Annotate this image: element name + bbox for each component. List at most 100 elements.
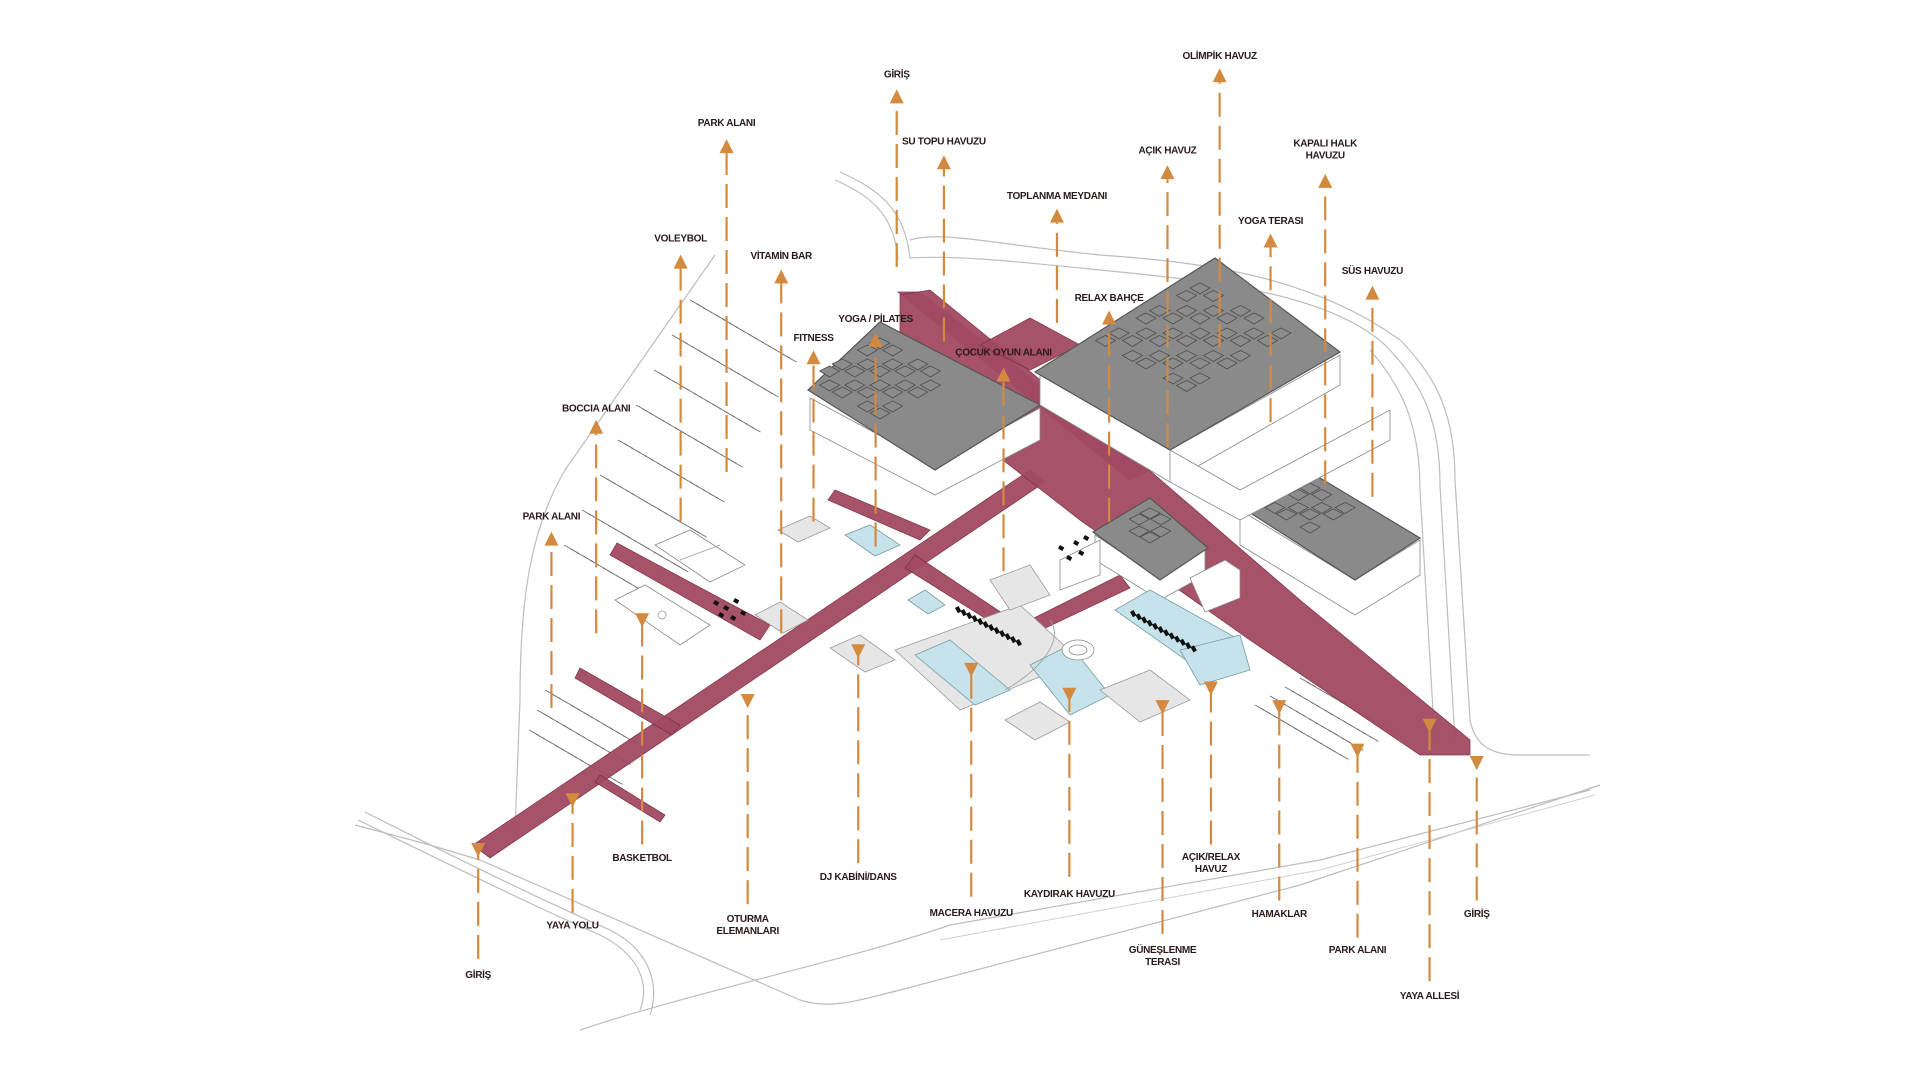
pools	[754, 515, 1251, 741]
road-north	[909, 236, 1401, 341]
skylight	[1128, 525, 1151, 538]
roof-skylights-olympic	[1094, 282, 1292, 392]
skylight	[1108, 327, 1130, 340]
label-sus-havuzu: SÜS HAVUZU	[1342, 264, 1403, 277]
arrow-vitamin-bar: VİTAMİN BAR	[750, 249, 813, 634]
skylight	[1216, 357, 1238, 370]
label-oturma-elemanlari: OTURMA	[727, 914, 769, 925]
arrow-up-icon	[544, 531, 559, 546]
skylight	[881, 358, 904, 371]
arrow-down-icon	[471, 842, 486, 857]
skylight	[856, 358, 879, 371]
arrow-macera-havuzu: MACERA HAVUZU	[930, 662, 1013, 919]
skylight	[1148, 305, 1171, 317]
arrow-up-icon	[868, 332, 883, 347]
skylight	[1148, 335, 1171, 347]
seat	[1066, 555, 1073, 561]
arrow-sus-havuzu: SÜS HAVUZU	[1342, 264, 1403, 497]
skylight	[831, 358, 854, 371]
seating-elements	[713, 535, 1197, 653]
label-park-alani-top: PARK ALANI	[698, 118, 756, 129]
parking-stall	[679, 566, 689, 573]
skylight	[856, 344, 879, 357]
parking-lot-southwest	[528, 689, 639, 785]
seat	[1072, 540, 1080, 546]
skylight	[1189, 357, 1211, 370]
skylight	[1229, 335, 1252, 347]
lounger	[1135, 613, 1142, 621]
arrow-down-icon	[1350, 743, 1365, 758]
pool-acik-relax-2	[1179, 634, 1251, 686]
skylight	[1270, 327, 1292, 340]
skylight	[1322, 508, 1345, 521]
skylight	[1299, 521, 1321, 534]
skylight	[1310, 489, 1333, 501]
seat	[1083, 535, 1090, 541]
skylight	[1243, 327, 1265, 340]
parking-stall	[733, 461, 743, 468]
lounger	[971, 615, 978, 623]
label-giris-right: GİRİŞ	[1464, 907, 1490, 920]
arrow-up-icon	[719, 139, 734, 154]
arrow-yoga-pilates: YOGA / PİLATES	[838, 312, 914, 547]
arrow-down-icon	[1272, 700, 1287, 715]
lounger	[1015, 639, 1022, 647]
arrow-park-alani-left: PARK ALANI	[523, 512, 581, 708]
parking-stall	[787, 356, 797, 363]
seat	[723, 605, 730, 611]
skylight	[1189, 312, 1211, 325]
label-oturma-elemanlari: ELEMANLARI	[716, 926, 779, 937]
label-giris-top: GİRİŞ	[884, 68, 910, 81]
seat	[713, 600, 720, 606]
skylight	[1135, 327, 1157, 340]
arrow-up-icon	[996, 367, 1011, 382]
building-annex-olympic	[1169, 409, 1391, 521]
parking-stall	[751, 426, 761, 433]
skylight	[1216, 312, 1238, 325]
buildings	[807, 257, 1422, 616]
skylight	[1149, 513, 1172, 526]
parking-stall	[715, 496, 725, 503]
label-kapali-halk-havuzu: HAVUZU	[1306, 150, 1345, 161]
seat	[718, 612, 725, 618]
skylight	[843, 379, 866, 392]
lounger	[1152, 622, 1159, 630]
skylight	[1310, 502, 1333, 514]
lounger	[960, 609, 967, 617]
arrow-down-icon	[635, 613, 650, 628]
arrow-up-icon	[1365, 285, 1380, 300]
lounger	[1004, 633, 1011, 641]
label-vitamin-bar: VİTAMİN BAR	[750, 249, 813, 262]
label-giris-bottom-left: GİRİŞ	[465, 968, 491, 981]
arrow-up-icon	[936, 155, 951, 170]
lounger	[1174, 635, 1181, 643]
arrow-fitness: FITNESS	[793, 333, 834, 522]
seat	[1078, 550, 1085, 556]
arrow-park-alani-top: PARK ALANI	[698, 118, 756, 472]
skylight	[1121, 350, 1144, 362]
pool-small-top	[907, 589, 946, 615]
arrow-giris-bottom-left: GİRİŞ	[465, 842, 492, 981]
skylight	[1128, 513, 1151, 526]
lounger	[993, 627, 1000, 635]
path-west-branch	[609, 542, 771, 641]
arrow-yaya-yolu: YAYA YOLU	[546, 793, 599, 931]
pool-macera	[914, 639, 1011, 706]
skylight	[869, 379, 891, 392]
label-yoga-pilates: YOGA / PİLATES	[838, 312, 913, 325]
pad-kaydirak-entry	[1004, 701, 1071, 741]
lounger	[1190, 645, 1197, 653]
parking-stall	[1339, 754, 1349, 760]
arrow-up-icon	[1318, 173, 1333, 188]
path-sw-lower	[594, 774, 666, 823]
road-north-2	[909, 256, 1386, 346]
parking-stall	[1369, 736, 1379, 742]
skylight	[906, 358, 929, 371]
court-volleyball	[654, 529, 746, 583]
label-su-topu-havuzu: SU TOPU HAVUZU	[902, 137, 986, 148]
label-cocuk-oyun-alani: ÇOCUK OYUN ALANI	[955, 348, 1052, 359]
road-west-edge	[354, 824, 481, 861]
label-acik-relax-havuz: HAVUZ	[1195, 864, 1227, 875]
arrow-giris-right: GİRİŞ	[1464, 756, 1491, 920]
